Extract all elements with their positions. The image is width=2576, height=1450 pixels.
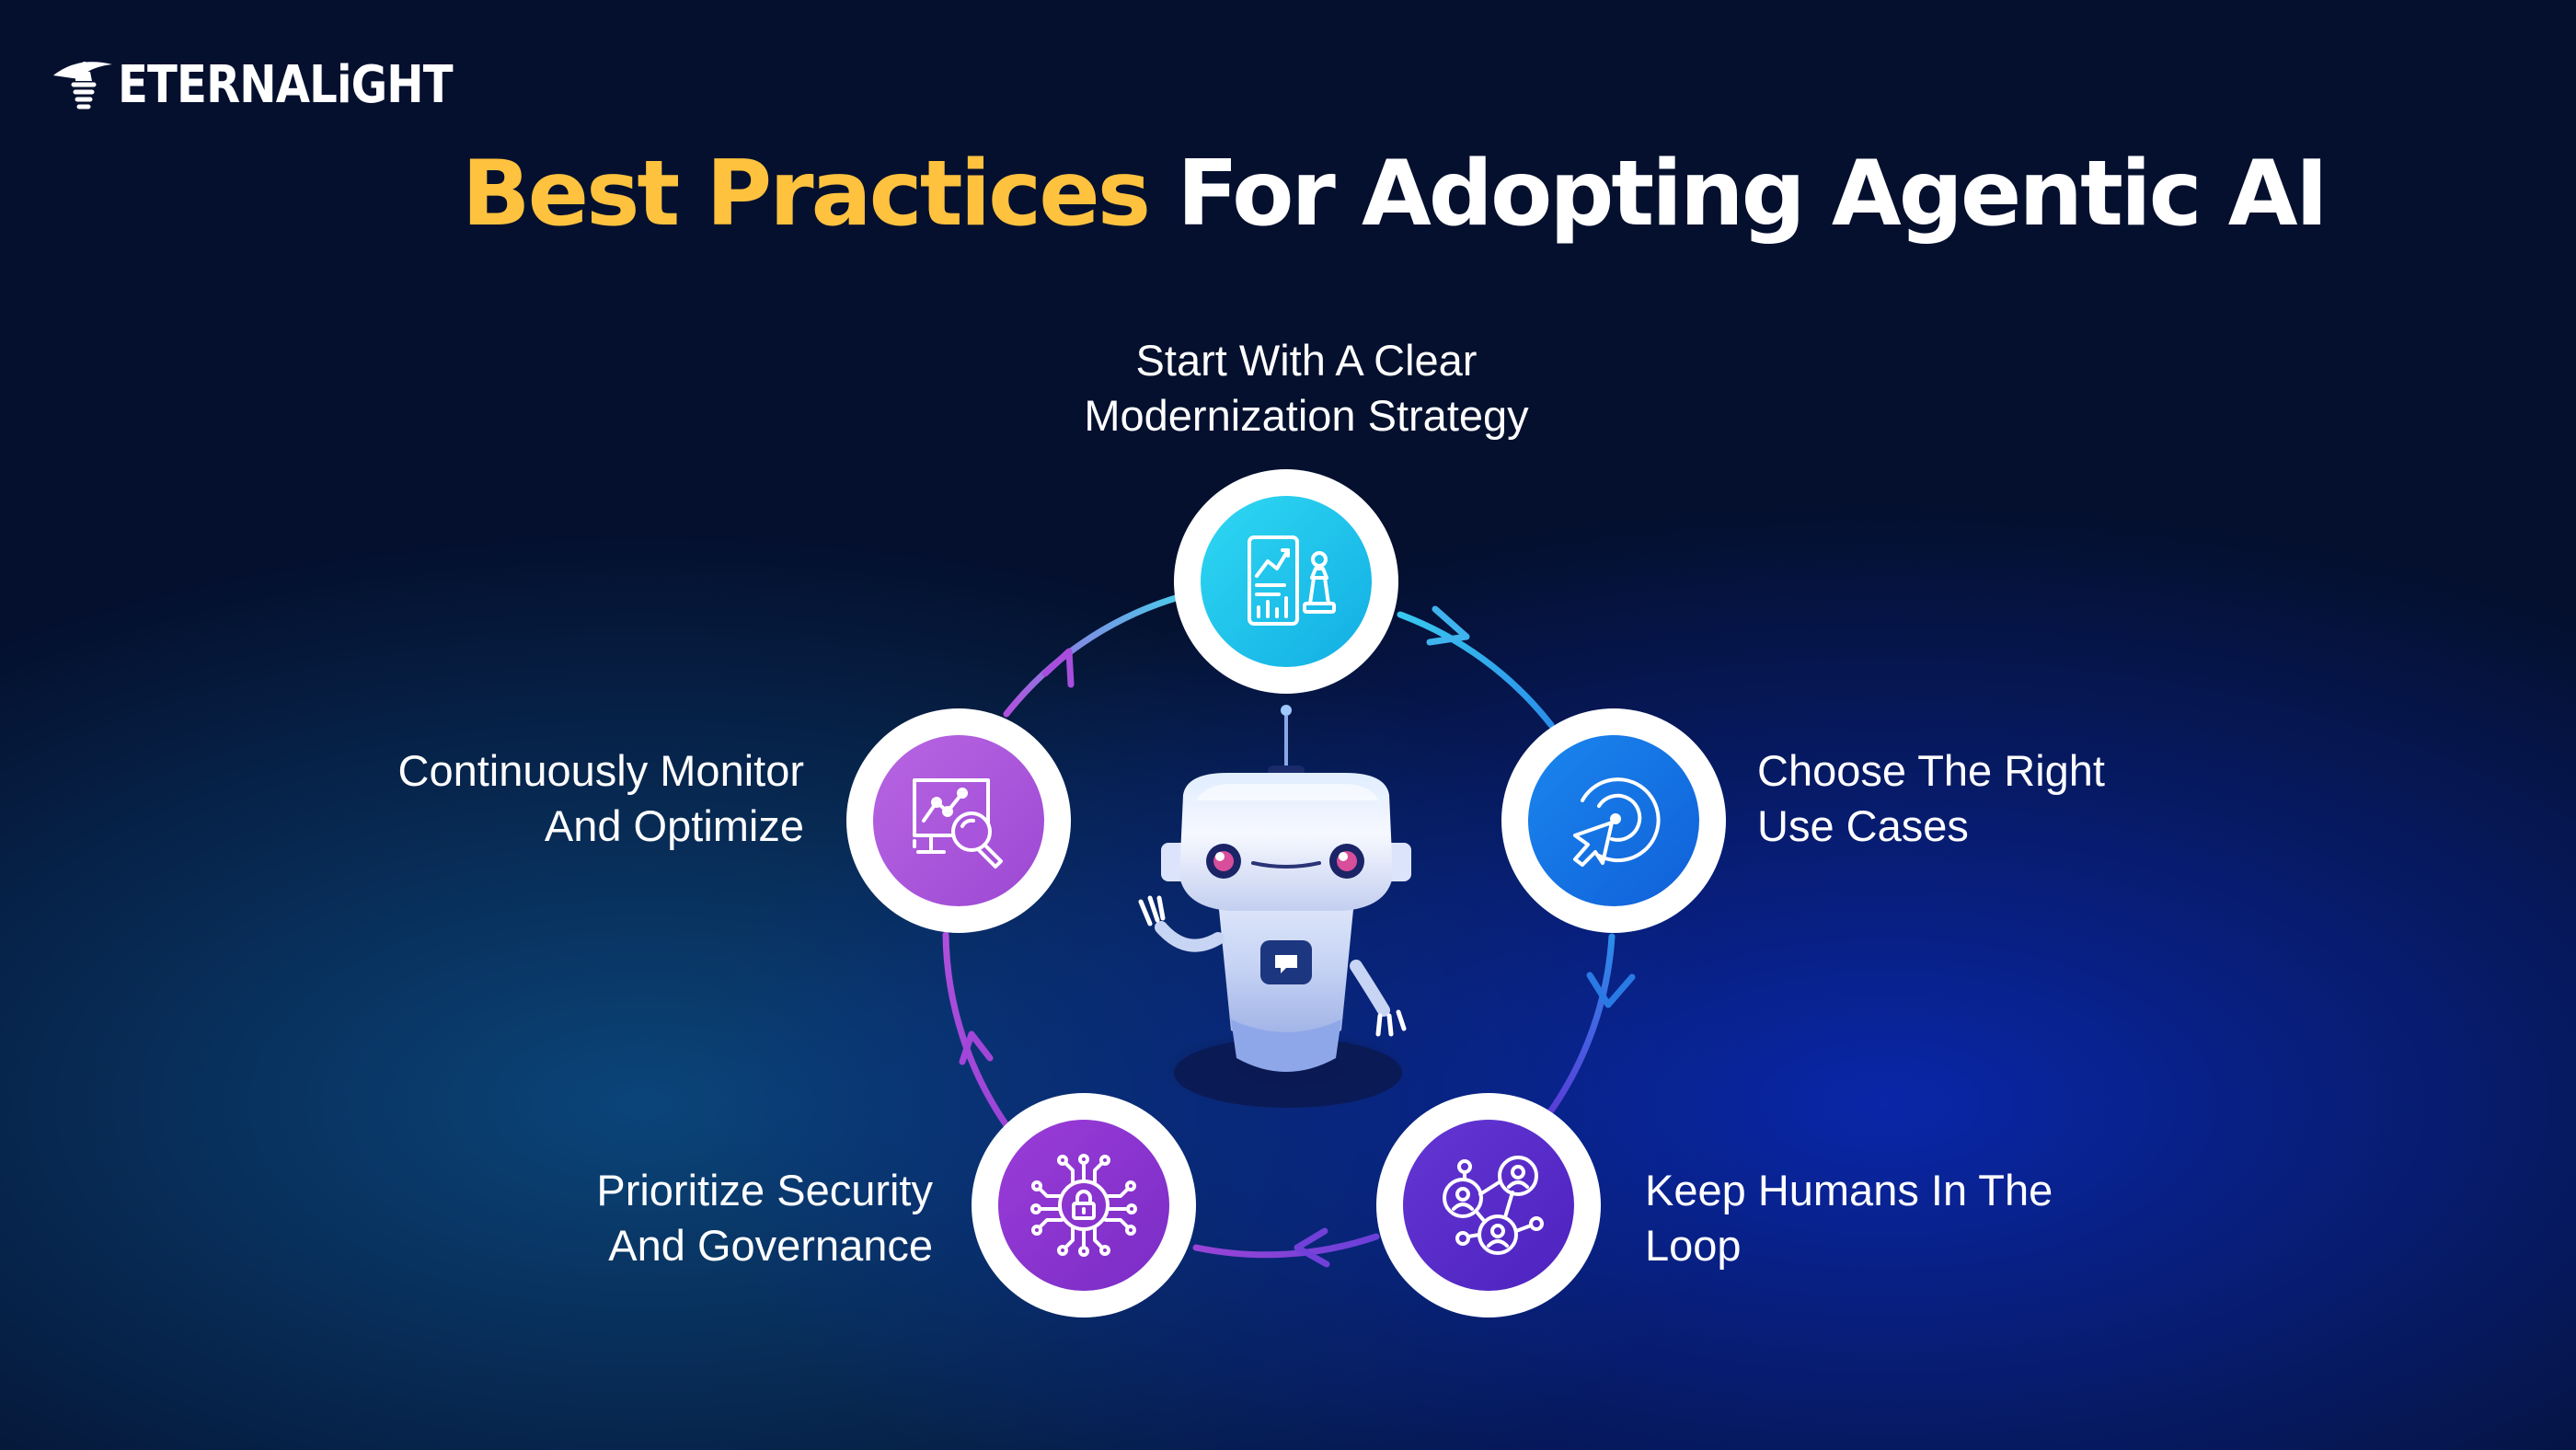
arrowhead-2	[1586, 972, 1636, 1008]
step-node-4	[972, 1093, 1196, 1318]
cycle-arrowheads	[959, 605, 1636, 1268]
brand-name: ETERNALiGHT	[118, 55, 454, 115]
step-label-4-line-1: Prioritize Security	[596, 1166, 933, 1214]
step-node-3	[1376, 1093, 1601, 1318]
arc-2-to-3	[1546, 933, 1616, 1117]
arc-1-to-2	[1397, 611, 1555, 729]
step-label-3-line-2: Loop	[1645, 1221, 1742, 1270]
circuit-lock-icon	[1030, 1154, 1137, 1257]
lighthouse-bird-icon	[53, 62, 112, 109]
step-label-1-line-1: Start With A Clear	[1135, 336, 1478, 385]
step-label-4: Prioritize Security And Governance	[445, 1163, 933, 1273]
strategy-chart-chess-icon	[1248, 535, 1336, 626]
arc-3-to-4	[1192, 1233, 1380, 1259]
page-title: Best Practices For Adopting Agentic AI	[0, 142, 2576, 247]
brand-logo: ETERNALiGHT	[48, 44, 507, 127]
arrowhead-4	[959, 1030, 994, 1065]
step-node-1	[1174, 469, 1398, 694]
step-label-5-line-2: And Optimize	[544, 801, 804, 850]
step-label-2-line-1: Choose The Right	[1757, 746, 2105, 795]
title-rest: For Adopting Agentic AI	[1177, 142, 2329, 247]
arc-4-to-5	[942, 931, 1012, 1132]
step-node-2	[1501, 708, 1726, 933]
step-node-5	[846, 708, 1071, 933]
arc-5-to-1	[1003, 594, 1179, 718]
step-label-3-line-1: Keep Humans In The	[1645, 1166, 2053, 1214]
step-label-2-line-2: Use Cases	[1757, 801, 1969, 850]
step-label-1: Start With A Clear Modernization Strateg…	[1030, 333, 1582, 443]
step-label-2: Choose The Right Use Cases	[1757, 743, 2236, 854]
arrowhead-3	[1294, 1227, 1330, 1268]
step-label-5-line-1: Continuously Monitor	[397, 746, 805, 795]
arrowhead-5	[1041, 648, 1075, 688]
arrowhead-1	[1426, 605, 1470, 646]
step-label-5: Continuously Monitor And Optimize	[270, 743, 805, 854]
target-cursor-icon	[1573, 777, 1661, 867]
title-highlight: Best Practices	[461, 142, 1151, 247]
step-label-3: Keep Humans In The Loop	[1645, 1163, 2123, 1273]
step-label-1-line-2: Modernization Strategy	[1084, 391, 1529, 440]
cycle-arcs	[942, 594, 1616, 1259]
monitor-magnifier-icon	[913, 778, 1003, 869]
people-network-icon	[1443, 1156, 1544, 1255]
step-label-4-line-2: And Governance	[608, 1221, 933, 1270]
robot-illustration	[1138, 705, 1411, 1110]
